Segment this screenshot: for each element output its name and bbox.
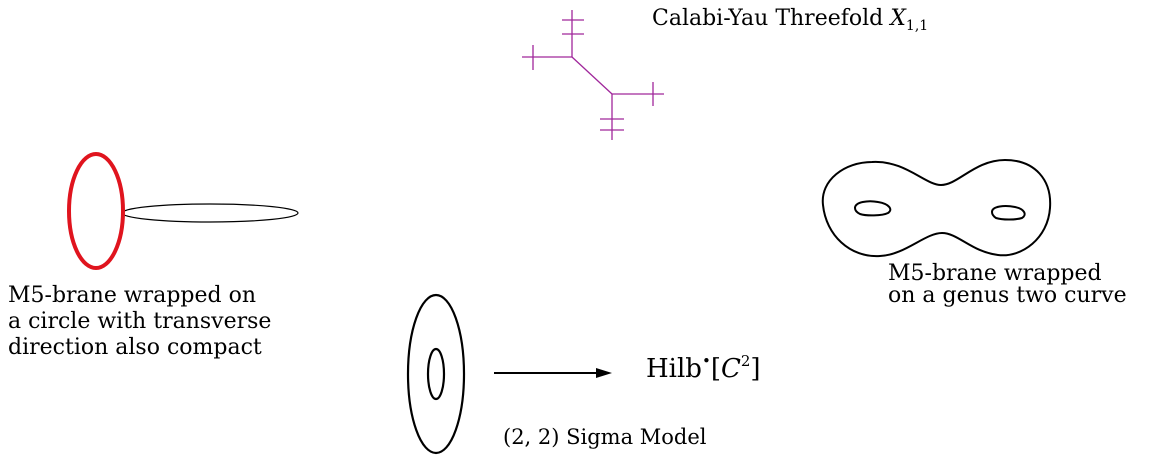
- genus-hole-left: [853, 200, 892, 217]
- m5-circle-caption: M5-brane wrapped on a circle with transv…: [8, 283, 272, 360]
- torus-diagram: [406, 293, 466, 455]
- toric-internal-edge: [571, 56, 613, 95]
- map-arrow: [494, 368, 612, 378]
- toric-web-diagram: [522, 10, 664, 140]
- circle-compactification-diagram: [67, 152, 299, 270]
- transverse-circle: [121, 203, 299, 223]
- m5-genus-caption: M5-brane wrapped on a genus two curve: [888, 261, 1127, 308]
- hilbert-scheme-label: Hilb•[C2]: [646, 352, 761, 384]
- calabi-yau-label: Calabi-Yau Threefold X1,1: [652, 6, 929, 34]
- genus-two-curve: [821, 158, 1052, 258]
- genus-two-outline: [821, 158, 1052, 258]
- genus-hole-right: [990, 205, 1026, 221]
- m5-circle: [67, 152, 125, 270]
- sigma-model-caption: (2, 2) Sigma Model: [503, 425, 707, 449]
- torus-outer: [406, 293, 466, 455]
- torus-inner: [426, 347, 446, 401]
